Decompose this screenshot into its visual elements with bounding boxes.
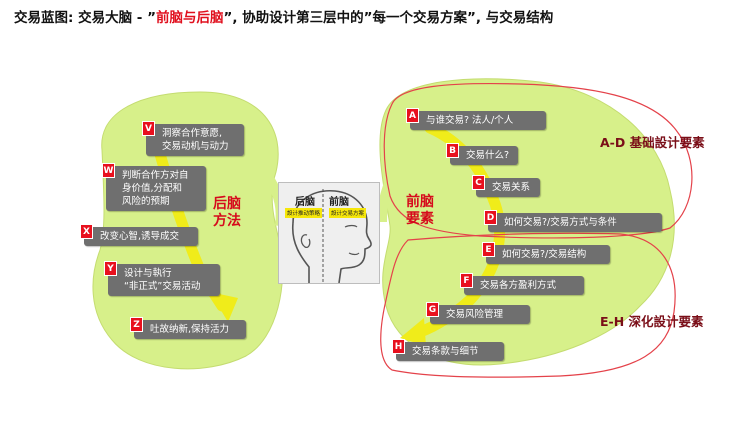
front-brain-label: 前脑 要素: [406, 194, 434, 227]
node-letter: B: [446, 143, 459, 158]
node-text: 判断合作方对自 身价值,分配和 风险的预期: [122, 170, 189, 207]
node-text: 与谁交易? 法人/个人: [426, 115, 514, 126]
node-letter: Y: [104, 261, 117, 276]
back-node-v[interactable]: V 洞察合作意愿, 交易动机与动力: [142, 121, 244, 156]
front-node-d[interactable]: D 如何交易?/交易方式与条件: [484, 210, 662, 232]
head-back-label: 后脑: [295, 197, 315, 208]
node-letter: X: [80, 224, 93, 239]
node-letter: C: [472, 175, 485, 190]
head-back-tag: 設计推动策略: [285, 208, 323, 218]
node-letter: H: [392, 339, 405, 354]
node-text: 改变心智,诱导成交: [100, 231, 180, 242]
node-letter: V: [142, 121, 155, 136]
back-node-z[interactable]: Z 吐故纳新,保持活力: [130, 317, 246, 339]
back-node-y[interactable]: Y 设计与執行 “非正式”交易活动: [104, 261, 220, 296]
node-text: 交易关系: [492, 182, 531, 193]
node-text: 设计与執行 “非正式”交易活动: [124, 268, 201, 292]
node-text: 交易各方盈利方式: [480, 280, 557, 291]
title-highlight: 前脑与后脑: [155, 10, 224, 26]
node-letter: G: [426, 302, 439, 317]
node-letter: Z: [130, 317, 143, 332]
title-suffix: ”, 协助设计第三层中的”每一个交易方案”, 与交易结构: [223, 10, 554, 26]
head-illustration: 后脑 前脑 設计推动策略 設计交易方案: [278, 182, 380, 284]
node-text: 交易条款与细节: [412, 346, 479, 357]
title-prefix: 交易蓝图: 交易大脑 - ”: [14, 10, 156, 26]
node-text: 如何交易?/交易方式与条件: [504, 217, 617, 228]
back-node-w[interactable]: W 判断合作方对自 身价值,分配和 风险的预期: [102, 163, 206, 211]
head-front-tag: 設计交易方案: [329, 208, 367, 218]
node-letter: W: [102, 163, 115, 178]
front-node-a[interactable]: A 与谁交易? 法人/个人: [406, 108, 546, 130]
front-node-b[interactable]: B 交易什么?: [446, 143, 518, 165]
group-e-h-outline: [380, 232, 676, 378]
node-letter: A: [406, 108, 419, 123]
node-text: 洞察合作意愿, 交易动机与动力: [162, 128, 229, 152]
group-a-d-outline: [383, 82, 693, 239]
front-node-g[interactable]: G 交易风险管理: [426, 302, 530, 324]
node-letter: D: [484, 210, 497, 225]
node-text: 吐故纳新,保持活力: [150, 324, 230, 335]
front-node-e[interactable]: E 如何交易?/交易结构: [482, 242, 610, 264]
back-brain-arrow-head: [210, 292, 238, 322]
node-letter: F: [460, 273, 473, 288]
node-text: 交易风险管理: [446, 309, 504, 320]
node-letter: E: [482, 242, 495, 257]
page-title: 交易蓝图: 交易大脑 - ”前脑与后脑”, 协助设计第三层中的”每一个交易方案”…: [14, 6, 738, 26]
node-text: 如何交易?/交易结构: [502, 249, 587, 260]
head-front-label: 前脑: [329, 197, 349, 208]
group-e-h-label: E-H 深化設计要素: [600, 314, 704, 329]
node-text: 交易什么?: [466, 150, 510, 161]
front-node-c[interactable]: C 交易关系: [472, 175, 540, 197]
front-node-h[interactable]: H 交易条款与细节: [392, 339, 504, 361]
head-profile-icon: [291, 189, 372, 283]
front-node-f[interactable]: F 交易各方盈利方式: [460, 273, 584, 295]
front-brain-arrow-head: [400, 318, 426, 346]
right-strand: [377, 173, 397, 223]
group-a-d-label: A-D 基础設计要素: [600, 135, 705, 150]
back-node-x[interactable]: X 改变心智,诱导成交: [80, 224, 198, 246]
back-brain-label: 后脑 方法: [213, 196, 241, 229]
